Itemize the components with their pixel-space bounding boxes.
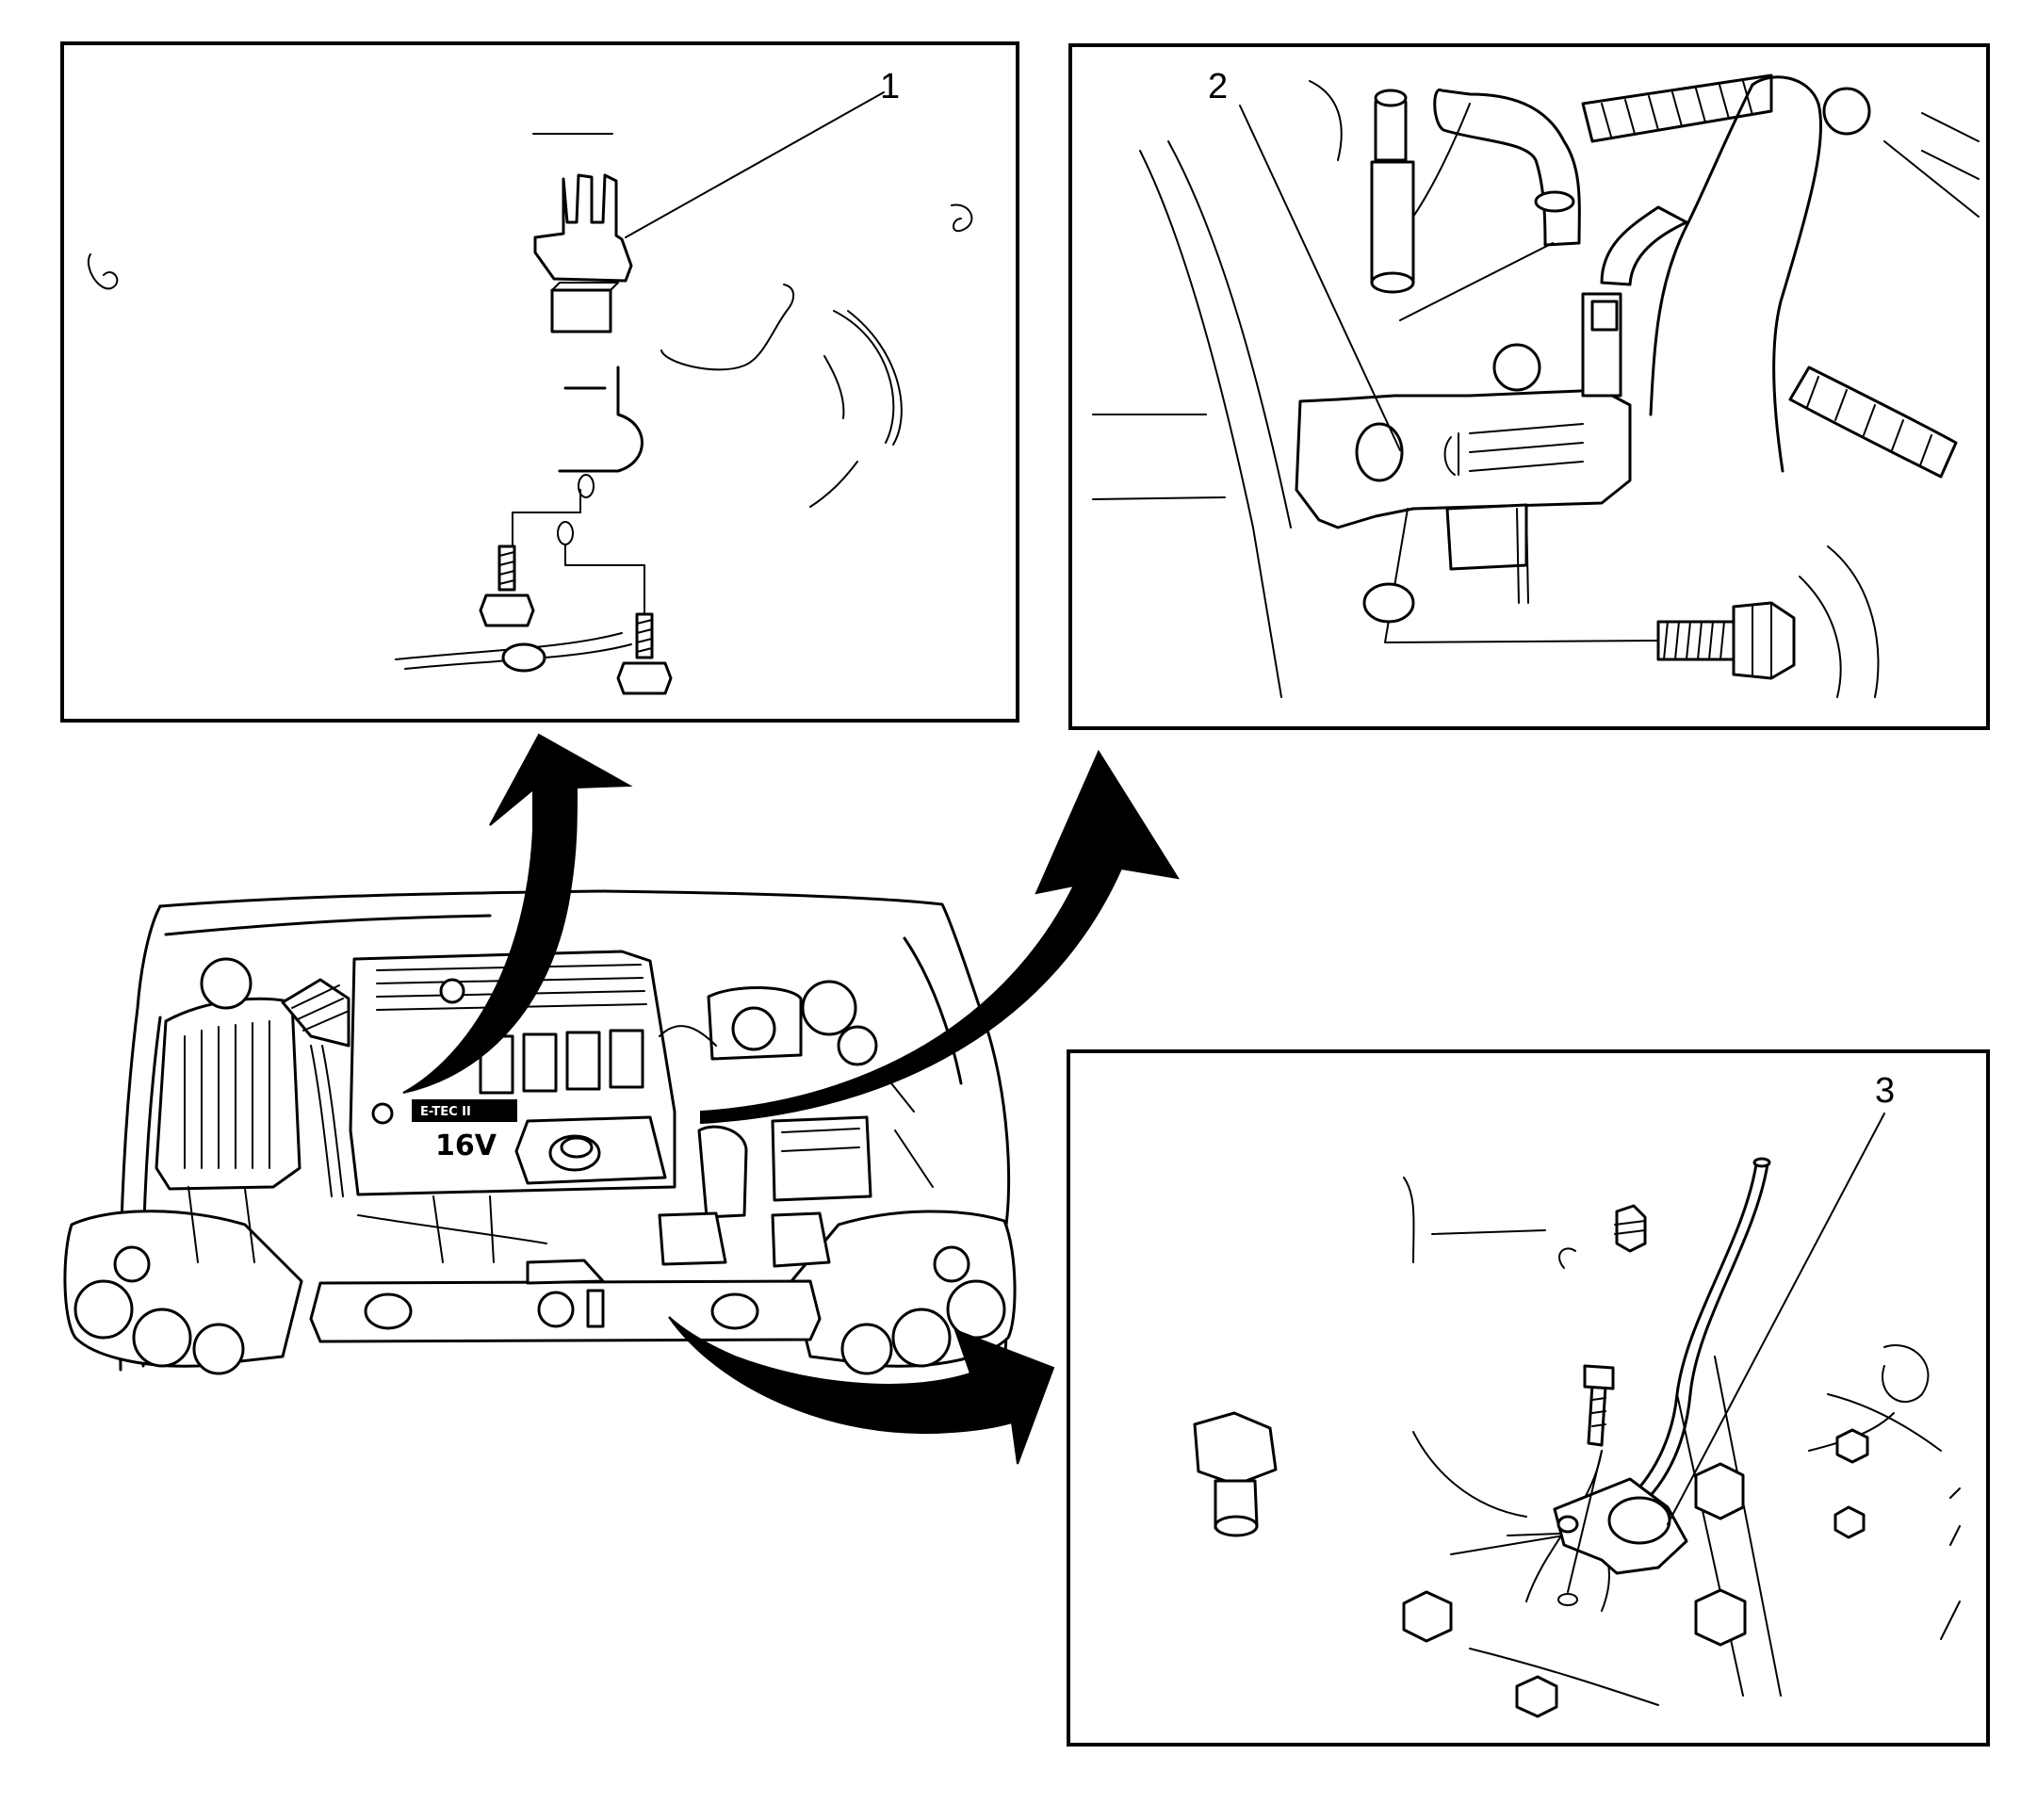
- detail-panel-1: 1: [60, 41, 1019, 723]
- nut-icon: [1694, 1462, 1745, 1520]
- sensor-icon: [533, 173, 633, 333]
- engine-bay-overview: E-TEC II 16V: [63, 889, 1017, 1375]
- nut-icon: [1402, 1590, 1453, 1643]
- nut-icon: [1833, 1505, 1866, 1539]
- brand-plate-text: E-TEC II: [420, 1105, 471, 1119]
- curved-arrow-icon: [402, 733, 633, 1094]
- bolt-icon: [479, 544, 535, 627]
- bolt-icon: [616, 612, 673, 695]
- bolt-icon: [1656, 601, 1796, 680]
- bolt-icon: [1583, 1364, 1615, 1447]
- nut-icon: [1515, 1675, 1558, 1718]
- callout-number-3: 3: [1875, 1071, 1895, 1111]
- sensor-icon: [1295, 388, 1632, 604]
- nut-icon: [1193, 1411, 1278, 1537]
- panel-1-frame: [60, 41, 1019, 723]
- curved-arrow-icon: [668, 1316, 1055, 1465]
- detail-panel-2: 2: [1068, 43, 1990, 730]
- brand-plate: [412, 1099, 517, 1122]
- nut-icon: [1835, 1428, 1869, 1464]
- nut-icon: [1694, 1588, 1747, 1647]
- callout-number-1: 1: [880, 67, 900, 106]
- curved-arrow-icon: [700, 749, 1181, 1125]
- nut-icon: [1614, 1204, 1647, 1253]
- detail-panel-3: 3: [1067, 1049, 1990, 1747]
- engine-badge-16v: 16V: [435, 1129, 497, 1162]
- callout-number-2: 2: [1208, 67, 1228, 106]
- panel-3-frame: [1067, 1049, 1990, 1747]
- sensor-icon: [1553, 1477, 1688, 1575]
